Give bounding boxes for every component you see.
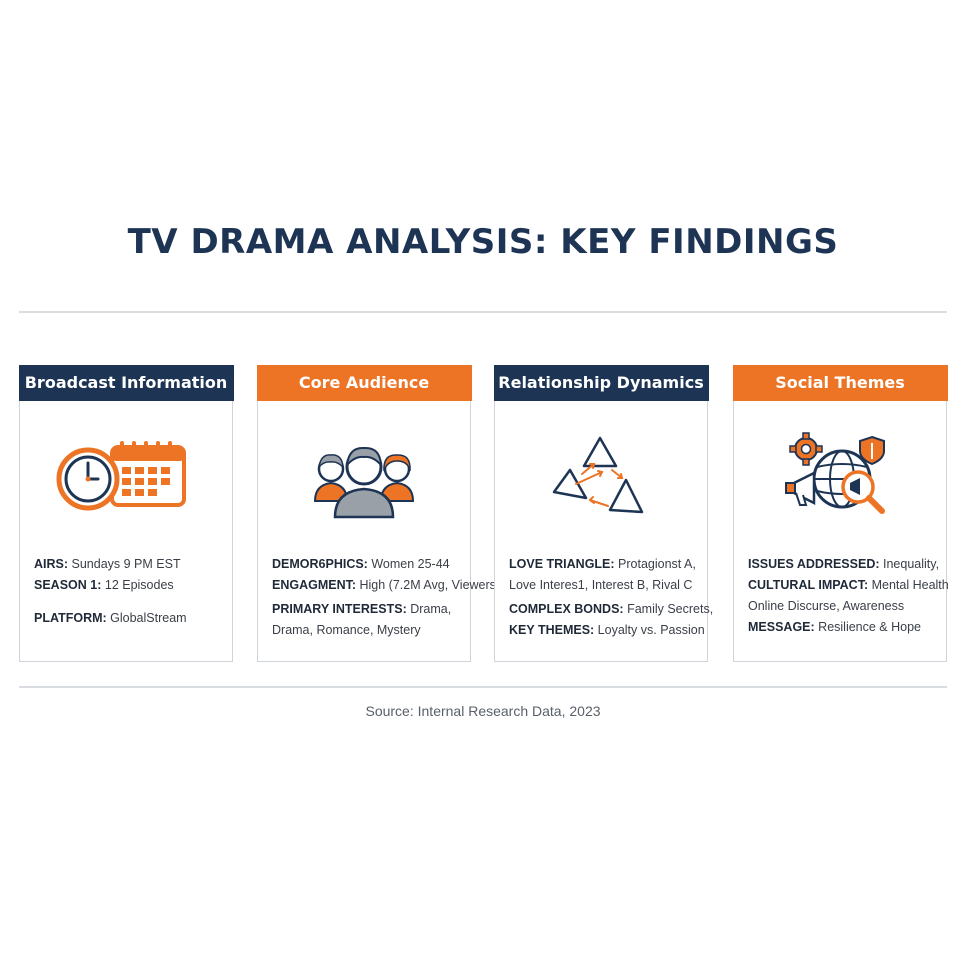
source-note: Source: Internal Research Data, 2023 bbox=[365, 703, 601, 719]
card-core-audience: Core Audience DEMOR6PHICS: Women 25-44 E… bbox=[256, 364, 501, 662]
interests-line-cont: Drama, Romance, Mystery bbox=[272, 623, 421, 637]
card-header-broadcast: Broadcast Information bbox=[18, 364, 234, 401]
interests-line: PRIMARY INTERESTS: Drama, bbox=[272, 602, 452, 616]
card-body-audience: DEMOR6PHICS: Women 25-44 ENGAGMENT: High… bbox=[272, 554, 501, 641]
card-header-social: Social Themes bbox=[732, 364, 948, 401]
globe-megaphone-icon bbox=[734, 426, 946, 531]
card-broadcast-information: Broadcast Information AIRS: Sund bbox=[18, 364, 234, 662]
card-header-relationship: Relationship Dynamics bbox=[493, 364, 709, 401]
card-body-social: ISSUES ADDRESSED: Inequality, CULTURAL I… bbox=[748, 554, 949, 638]
card-body-broadcast: AIRS: Sundays 9 PM EST SEASON 1: 12 Epis… bbox=[34, 554, 224, 629]
love-triangle-icon bbox=[495, 426, 707, 531]
card-relationship-dynamics: Relationship Dynamics LOVE TRIANGLE: Pro… bbox=[493, 364, 714, 662]
cultural-impact-line: CULTURAL IMPACT: Mental Health bbox=[748, 578, 949, 592]
season-line: SEASON 1: 12 Episodes bbox=[34, 578, 174, 592]
card-body-relationship: LOVE TRIANGLE: Protagionst A, Love Inter… bbox=[509, 554, 714, 641]
love-triangle-line-cont: Love Interes1, Interest B, Rival C bbox=[509, 578, 693, 592]
bottom-divider bbox=[19, 686, 947, 688]
message-line: MESSAGE: Resilience & Hope bbox=[748, 620, 921, 634]
card-social-themes: Social Themes bbox=[732, 364, 949, 662]
airs-line: AIRS: Sundays 9 PM EST bbox=[34, 557, 181, 571]
top-divider bbox=[19, 311, 947, 313]
clock-calendar-icon bbox=[20, 426, 232, 531]
complex-bonds-line: COMPLEX BONDS: Family Secrets, bbox=[509, 602, 714, 616]
key-themes-line: KEY THEMES: Loyalty vs. Passion bbox=[509, 623, 705, 637]
people-group-icon bbox=[258, 426, 470, 531]
love-triangle-line: LOVE TRIANGLE: Protagionst A, bbox=[509, 557, 696, 571]
page-title: TV DRAMA ANALYSIS: KEY FINDINGS bbox=[127, 222, 839, 262]
issues-line: ISSUES ADDRESSED: Inequality, bbox=[748, 557, 940, 571]
platform-line: PLATFORM: GlobalStream bbox=[34, 611, 187, 625]
engagement-line: ENGAGMENT: High (7.2M Avg, Viewers) bbox=[272, 578, 501, 592]
cultural-impact-line-cont: Online Discurse, Awareness bbox=[748, 599, 905, 613]
card-header-audience: Core Audience bbox=[256, 364, 472, 401]
demographics-line: DEMOR6PHICS: Women 25-44 bbox=[272, 557, 450, 571]
